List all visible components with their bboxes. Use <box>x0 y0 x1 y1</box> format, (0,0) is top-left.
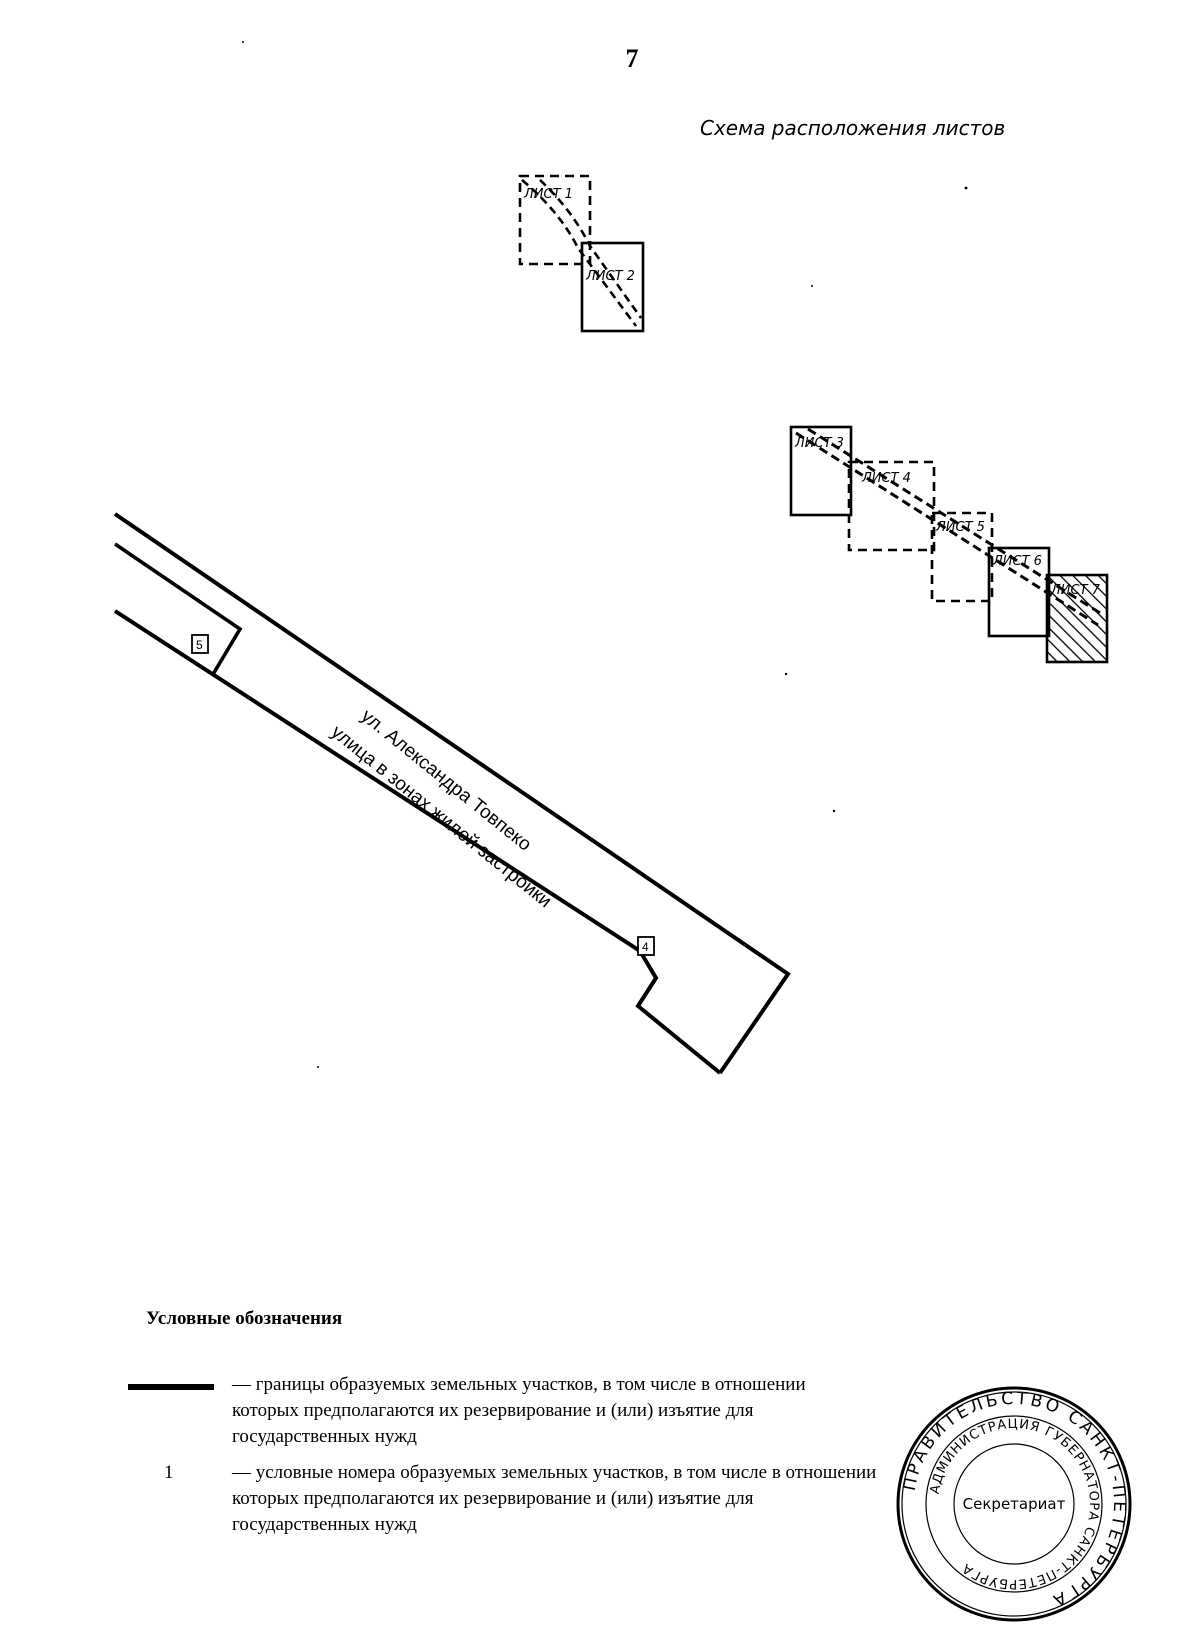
legend-item-boundary-desc: — границы образуемых земельных участков,… <box>232 1374 806 1447</box>
sheet-label-5: ЛИСТ 5 <box>935 520 985 535</box>
sheet-frame-7[interactable] <box>1045 573 1109 664</box>
sheet-route-line <box>795 431 1099 627</box>
parcel-number-4[interactable]: 4 <box>637 936 655 956</box>
sheet-route-line <box>807 427 1101 615</box>
stamp-center-text: Секретариат <box>963 1495 1066 1513</box>
sheet-label-6: ЛИСТ 6 <box>992 554 1042 569</box>
sheet-label-4: ЛИСТ 4 <box>861 471 911 486</box>
street-boundary-bottom <box>113 609 722 1075</box>
sheet-label-7: ЛИСТ 7 <box>1050 583 1101 598</box>
official-seal-stamp: ПРАВИТЕЛЬСТВО САНКТ-ПЕТЕРБУРГА АДМИНИСТР… <box>896 1386 1132 1622</box>
street-parcels: 5 4 ул. Александра Товпеко улица в зонах… <box>113 512 791 1075</box>
sheet-frame-3[interactable] <box>789 425 853 517</box>
legend-item-number-desc: — условные номера образуемых земельных у… <box>232 1462 877 1535</box>
street-boundary-top <box>113 512 791 1075</box>
legend-title: Условные обозначения <box>146 1308 343 1329</box>
sheet-route-line <box>539 179 643 319</box>
sheet-layout-title: Схема расположения листов <box>700 116 1006 140</box>
sheet-label-2: ЛИСТ 2 <box>585 269 635 284</box>
sheet-frame-1[interactable] <box>518 174 592 266</box>
page-number: 7 <box>625 44 639 73</box>
boundary-line-symbol <box>128 1384 214 1390</box>
parcel-number-5-text: 5 <box>196 638 203 652</box>
sheet-frame-4[interactable] <box>847 460 936 552</box>
parcel-number-symbol: 1 <box>164 1462 174 1483</box>
sheet-layout-group-2: ЛИСТ 3 ЛИСТ 4 ЛИСТ 5 ЛИСТ 6 ЛИСТ 7 <box>789 425 1109 664</box>
parcel-5-boundary[interactable] <box>113 542 243 677</box>
sheet-frame-2[interactable] <box>580 241 645 333</box>
sheet-frame-5[interactable] <box>930 511 994 603</box>
sheet-label-3: ЛИСТ 3 <box>794 436 844 451</box>
sheet-layout-group-1: ЛИСТ 1 ЛИСТ 2 <box>518 174 645 333</box>
street-type: улица в зонах жилой застройки <box>327 722 556 913</box>
parcel-number-4-text: 4 <box>642 940 649 954</box>
parcel-number-5[interactable]: 5 <box>191 634 209 654</box>
sheet-label-1: ЛИСТ 1 <box>523 187 573 202</box>
scan-marks <box>242 41 968 1068</box>
